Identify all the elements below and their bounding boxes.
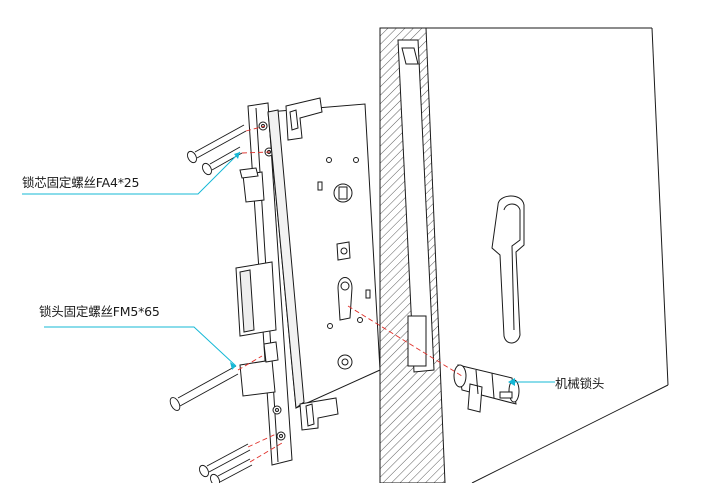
door-cylinder-hole [491,195,525,344]
cylinder-screw [169,365,239,411]
lock-bolts [235,167,279,397]
auxiliary-latch [239,359,276,397]
case-tabs [285,97,339,431]
alignment-guides [237,125,463,463]
cylinder-screw-label: 锁头固定螺丝FM5*65 [39,304,160,319]
body-screw-top-1 [187,124,247,164]
mechanical-cylinder-label: 机械锁头 [555,376,605,391]
body-screw-bottom-1 [199,443,251,478]
door-mortise-slot [397,39,435,373]
body-screw-bottom-2 [210,458,253,483]
body-screw-label: 锁芯固定螺丝FA4*25 [22,175,140,190]
door-leaf [379,27,669,483]
mechanical-cylinder [453,364,520,413]
lock-case [267,103,381,409]
body-screw-top-2 [202,146,243,176]
leader-lines [22,151,555,383]
